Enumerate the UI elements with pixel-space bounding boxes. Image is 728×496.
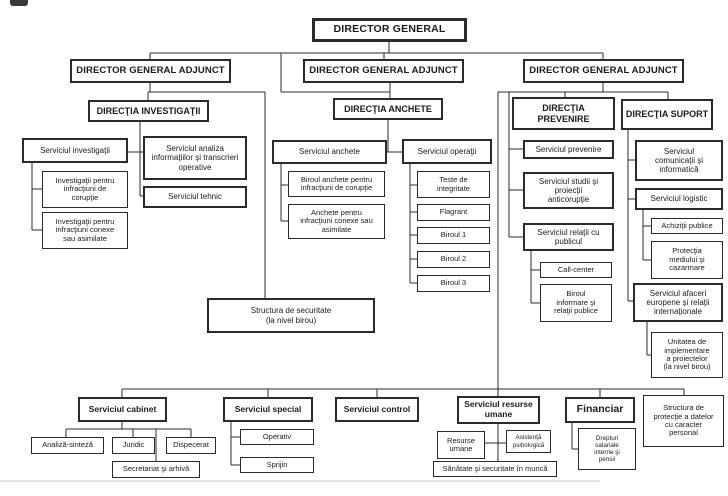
org-node-structura-protectie-date: Structura de protecţie a datelor cu cara… — [643, 395, 724, 447]
org-node-serviciul-studii: Serviciul studii şi proiecţii anticorupţ… — [523, 172, 614, 209]
org-node-director-general: DIRECTOR GENERAL — [312, 18, 467, 42]
scan-artifact-top — [10, 0, 28, 6]
org-node-achizitii-publice: Achiziţii publice — [651, 218, 723, 234]
org-node-director-general-adjunct-2: DIRECTOR GENERAL ADJUNCT — [303, 59, 464, 83]
org-node-serviciul-analiza: Serviciul analiza informaţiilor şi trans… — [143, 136, 247, 180]
org-node-anchete-conexe: Anchete pentru infracţiuni conexe sau as… — [288, 204, 385, 239]
org-node-serviciul-relatii: Serviciul relaţii cu publicul — [523, 223, 614, 251]
org-node-serviciul-tehnic: Serviciul tehnic — [143, 186, 247, 208]
org-node-serviciul-control: Serviciul control — [335, 397, 419, 422]
org-node-biroul-1: Biroul 1 — [417, 227, 490, 244]
org-node-asistenta-psihologica: Asistenţă psihologică — [506, 430, 551, 453]
org-node-resurse-umane: Resurse umane — [437, 431, 485, 459]
org-node-structura-securitate: Structura de securitate (la nivel birou) — [207, 298, 375, 333]
org-node-dispecerat: Dispecerat — [166, 437, 216, 454]
org-node-serviciul-logistic: Serviciul logistic — [635, 188, 723, 210]
org-node-serviciul-prevenire: Serviciul prevenire — [523, 140, 614, 159]
org-node-serviciul-operatii: Serviciul operaţii — [402, 139, 492, 164]
org-node-serviciul-anchete: Serviciul anchete — [272, 140, 387, 164]
org-node-flagrant: Flagrant — [417, 204, 490, 221]
org-node-protectia-mediului: Protecţia mediului şi cazarmare — [651, 241, 723, 279]
org-node-financiar: Financiar — [565, 397, 635, 423]
org-node-secretariat-arhiva: Secretariat şi arhivă — [112, 461, 200, 478]
org-node-biroul-2: Biroul 2 — [417, 251, 490, 268]
org-node-director-general-adjunct-3: DIRECTOR GENERAL ADJUNCT — [523, 59, 684, 83]
org-node-serviciul-comunicatii: Serviciul comunicaţii şi informatică — [635, 140, 723, 181]
org-node-director-general-adjunct-1: DIRECTOR GENERAL ADJUNCT — [70, 59, 231, 83]
org-node-sanatate-securitate: Sănătate şi securitate în muncă — [433, 461, 557, 477]
org-node-investigatii-coruptie: Investigaţii pentru infracţiuni de corup… — [42, 171, 128, 208]
scan-artifact-streak — [0, 480, 600, 482]
org-node-biroul-informare: Biroul informare şi relaţii publice — [540, 284, 612, 322]
org-node-operativ: Operativ — [240, 429, 314, 445]
org-node-teste-integritate: Teste de integritate — [417, 171, 490, 198]
org-node-serviciul-investigatii: Serviciul investigaţii — [22, 138, 128, 163]
org-node-serviciul-special: Serviciul special — [223, 397, 313, 422]
org-node-investigatii-conexe: Investigaţii pentru infracţiuni conexe s… — [42, 212, 128, 249]
org-node-drepturi-salariale: Drepturi salariale interne şi pensii — [578, 428, 636, 470]
org-node-directia-prevenire: DIRECŢIA PREVENIRE — [512, 97, 615, 130]
org-node-analiza-sinteza: Analiză-sinteză — [31, 437, 104, 454]
org-node-unitatea-implementare: Unitatea de implementare a proiectelor (… — [651, 332, 723, 378]
org-node-biroul-3: Biroul 3 — [417, 275, 490, 292]
org-node-biroul-anchete-coruptie: Biroul anchete pentru infracţiuni de cor… — [288, 171, 385, 197]
org-node-sprijin: Sprijin — [240, 457, 314, 473]
org-node-directia-suport: DIRECŢIA SUPORT — [621, 99, 713, 130]
org-node-serviciul-afaceri: Serviciul afaceri europene şi relaţii in… — [633, 283, 723, 322]
org-node-directia-investigatii: DIRECŢIA INVESTIGAŢII — [88, 100, 209, 122]
org-node-call-center: Call-center — [540, 262, 612, 278]
org-node-serviciul-cabinet: Serviciul cabinet — [78, 397, 167, 422]
org-node-directia-anchete: DIRECŢIA ANCHETE — [333, 98, 443, 120]
org-node-juridic: Juridic — [112, 437, 155, 454]
org-node-serviciul-resurse-umane: Serviciul resurse umane — [457, 396, 540, 424]
